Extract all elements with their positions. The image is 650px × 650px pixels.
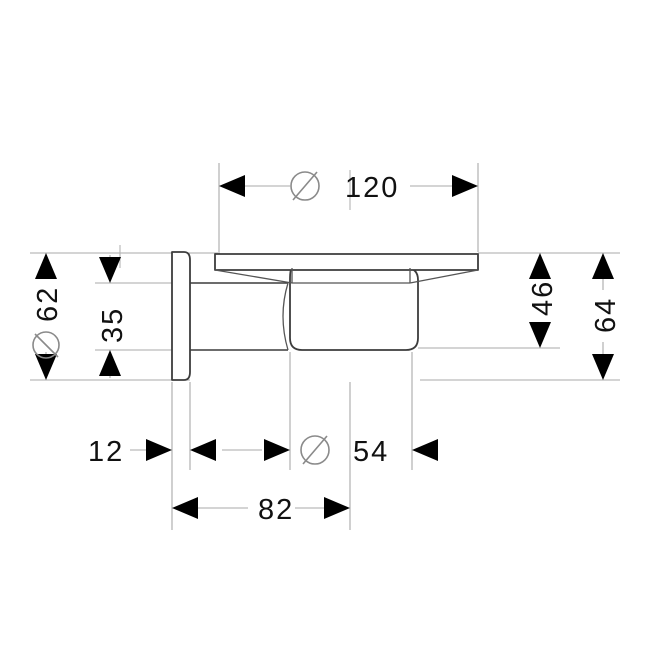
dimension-46: 46 <box>527 253 559 348</box>
product-geometry <box>171 251 479 381</box>
dim-value-dia54: 54 <box>353 436 389 468</box>
wall-plate <box>171 251 191 381</box>
dim-value-64: 64 <box>590 297 622 333</box>
dish-underside-right <box>409 269 479 284</box>
stem-flange-curve <box>282 282 289 351</box>
arrow-82-right <box>324 497 350 519</box>
arrow-dia120-right <box>452 175 478 197</box>
dish-plate-rim <box>214 253 479 271</box>
dimension-35: 35 <box>97 255 129 378</box>
arrow-dia120-left <box>219 175 245 197</box>
dimension-82: 82 <box>172 494 350 526</box>
dim-value-dia120: 120 <box>345 172 399 204</box>
arrow-12-right <box>190 439 216 461</box>
dish-underside-left <box>214 269 293 284</box>
arrow-46-top <box>529 253 551 279</box>
arrow-64-bottom <box>592 354 614 380</box>
center-lines <box>119 170 351 455</box>
arrow-82-left <box>172 497 198 519</box>
diameter-symbol-54 <box>300 435 330 465</box>
dim-value-46: 46 <box>527 280 559 316</box>
soap-dish-body <box>289 267 419 351</box>
diameter-symbol-120 <box>290 171 320 201</box>
arrow-dia54-right <box>412 439 438 461</box>
dim-value-dia62: 62 <box>32 286 64 322</box>
arrow-35-top <box>99 257 121 283</box>
arrow-dia62-bottom <box>35 354 57 380</box>
dimension-dia-120: 120 <box>219 171 478 204</box>
arrow-64-top <box>592 253 614 279</box>
dimension-12: 12 <box>88 436 216 468</box>
dim-value-82: 82 <box>258 494 294 526</box>
arrow-46-bottom <box>529 322 551 348</box>
dimension-64: 64 <box>590 253 622 380</box>
arrow-35-bottom <box>99 350 121 376</box>
dimension-dia-54: 54 <box>222 435 438 468</box>
extension-lines <box>30 163 620 530</box>
dim-value-12: 12 <box>88 436 124 468</box>
arrow-dia54-left <box>264 439 290 461</box>
arrow-12-left <box>146 439 172 461</box>
diameter-symbol-62 <box>32 331 60 359</box>
arrow-dia62-top <box>35 253 57 279</box>
dim-value-35: 35 <box>97 307 129 343</box>
dimension-dia-62: 62 <box>32 253 64 380</box>
